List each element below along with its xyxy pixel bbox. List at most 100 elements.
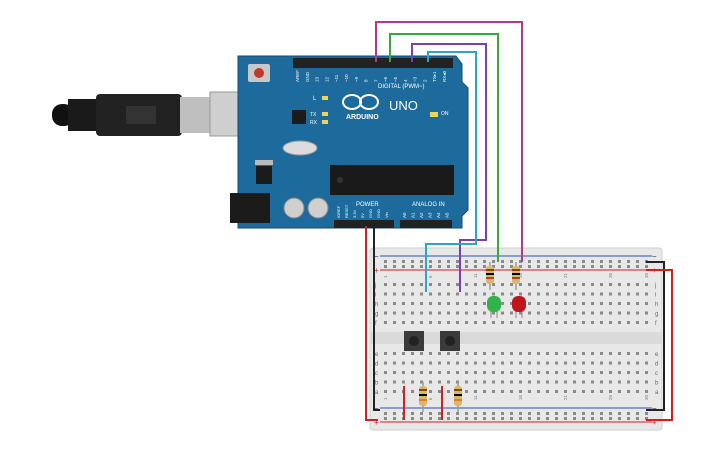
breadboard-hole[interactable] xyxy=(528,302,531,305)
breadboard-hole[interactable] xyxy=(519,412,522,415)
breadboard-hole[interactable] xyxy=(645,412,648,415)
wire-cyan[interactable] xyxy=(425,51,477,292)
breadboard-hole[interactable] xyxy=(636,302,639,305)
breadboard-hole[interactable] xyxy=(447,302,450,305)
breadboard-hole[interactable] xyxy=(519,380,522,384)
breadboard-hole[interactable] xyxy=(465,412,468,415)
breadboard-hole[interactable] xyxy=(609,265,612,268)
breadboard-hole[interactable] xyxy=(609,412,612,415)
breadboard-hole[interactable] xyxy=(591,265,594,268)
breadboard-hole[interactable] xyxy=(528,361,531,365)
breadboard-hole[interactable] xyxy=(456,321,459,324)
breadboard-hole[interactable] xyxy=(474,390,477,393)
breadboard-hole[interactable] xyxy=(510,321,513,324)
breadboard-hole[interactable] xyxy=(618,380,621,384)
breadboard-hole[interactable] xyxy=(582,265,585,268)
breadboard-hole[interactable] xyxy=(627,380,630,384)
breadboard-hole[interactable] xyxy=(384,361,387,365)
breadboard-hole[interactable] xyxy=(483,260,486,263)
breadboard-hole[interactable] xyxy=(429,412,432,415)
breadboard-hole[interactable] xyxy=(582,311,585,315)
breadboard-hole[interactable] xyxy=(429,390,432,393)
breadboard-hole[interactable] xyxy=(537,352,540,355)
breadboard-hole[interactable] xyxy=(636,265,639,268)
breadboard-hole[interactable] xyxy=(429,371,432,374)
breadboard-hole[interactable] xyxy=(402,311,405,315)
breadboard-hole[interactable] xyxy=(546,321,549,324)
breadboard-hole[interactable] xyxy=(483,311,486,315)
breadboard-hole[interactable] xyxy=(384,380,387,384)
breadboard-hole[interactable] xyxy=(492,352,495,355)
breadboard-hole[interactable] xyxy=(627,352,630,355)
breadboard-hole[interactable] xyxy=(465,321,468,324)
breadboard-hole[interactable] xyxy=(645,292,648,296)
breadboard-hole[interactable] xyxy=(411,390,414,393)
breadboard-hole[interactable] xyxy=(438,260,441,263)
breadboard-hole[interactable] xyxy=(429,283,432,286)
resistor[interactable] xyxy=(512,262,520,290)
breadboard-hole[interactable] xyxy=(492,311,495,315)
breadboard-hole[interactable] xyxy=(528,265,531,268)
breadboard-hole[interactable] xyxy=(402,260,405,263)
breadboard-hole[interactable] xyxy=(411,260,414,263)
breadboard-hole[interactable] xyxy=(447,352,450,355)
breadboard-hole[interactable] xyxy=(438,302,441,305)
breadboard-hole[interactable] xyxy=(474,371,477,374)
breadboard-hole[interactable] xyxy=(636,417,639,420)
breadboard-hole[interactable] xyxy=(465,352,468,355)
breadboard-hole[interactable] xyxy=(618,412,621,415)
breadboard-hole[interactable] xyxy=(573,260,576,263)
breadboard-hole[interactable] xyxy=(645,417,648,420)
breadboard-hole[interactable] xyxy=(546,371,549,374)
breadboard-hole[interactable] xyxy=(402,302,405,305)
breadboard-hole[interactable] xyxy=(627,292,630,296)
breadboard-hole[interactable] xyxy=(483,412,486,415)
breadboard-hole[interactable] xyxy=(384,412,387,415)
breadboard-hole[interactable] xyxy=(384,390,387,393)
breadboard-hole[interactable] xyxy=(519,260,522,263)
breadboard-hole[interactable] xyxy=(564,292,567,296)
breadboard-hole[interactable] xyxy=(636,292,639,296)
breadboard-hole[interactable] xyxy=(609,361,612,365)
breadboard-hole[interactable] xyxy=(537,390,540,393)
breadboard-hole[interactable] xyxy=(411,380,414,384)
breadboard-hole[interactable] xyxy=(456,260,459,263)
breadboard-hole[interactable] xyxy=(474,380,477,384)
breadboard-hole[interactable] xyxy=(645,361,648,365)
breadboard-hole[interactable] xyxy=(483,352,486,355)
breadboard-hole[interactable] xyxy=(591,260,594,263)
breadboard-hole[interactable] xyxy=(573,292,576,296)
breadboard-hole[interactable] xyxy=(429,321,432,324)
breadboard-hole[interactable] xyxy=(501,283,504,286)
breadboard-hole[interactable] xyxy=(501,302,504,305)
breadboard-hole[interactable] xyxy=(429,292,432,296)
breadboard-hole[interactable] xyxy=(483,417,486,420)
breadboard-hole[interactable] xyxy=(456,352,459,355)
breadboard-hole[interactable] xyxy=(447,283,450,286)
breadboard-hole[interactable] xyxy=(582,302,585,305)
breadboard-hole[interactable] xyxy=(501,412,504,415)
breadboard-hole[interactable] xyxy=(618,292,621,296)
breadboard-hole[interactable] xyxy=(618,283,621,286)
breadboard-hole[interactable] xyxy=(555,390,558,393)
breadboard-hole[interactable] xyxy=(555,302,558,305)
breadboard-hole[interactable] xyxy=(591,380,594,384)
breadboard-hole[interactable] xyxy=(447,260,450,263)
breadboard-hole[interactable] xyxy=(519,417,522,420)
breadboard-hole[interactable] xyxy=(582,361,585,365)
breadboard-hole[interactable] xyxy=(402,352,405,355)
breadboard-hole[interactable] xyxy=(591,371,594,374)
breadboard-hole[interactable] xyxy=(438,361,441,365)
breadboard-hole[interactable] xyxy=(483,371,486,374)
breadboard-hole[interactable] xyxy=(420,352,423,355)
breadboard-hole[interactable] xyxy=(573,321,576,324)
breadboard-hole[interactable] xyxy=(528,352,531,355)
breadboard-hole[interactable] xyxy=(501,380,504,384)
breadboard-hole[interactable] xyxy=(636,380,639,384)
wires[interactable] xyxy=(365,21,673,421)
breadboard-hole[interactable] xyxy=(573,302,576,305)
breadboard-hole[interactable] xyxy=(510,302,513,305)
breadboard-hole[interactable] xyxy=(537,302,540,305)
breadboard-hole[interactable] xyxy=(402,371,405,374)
